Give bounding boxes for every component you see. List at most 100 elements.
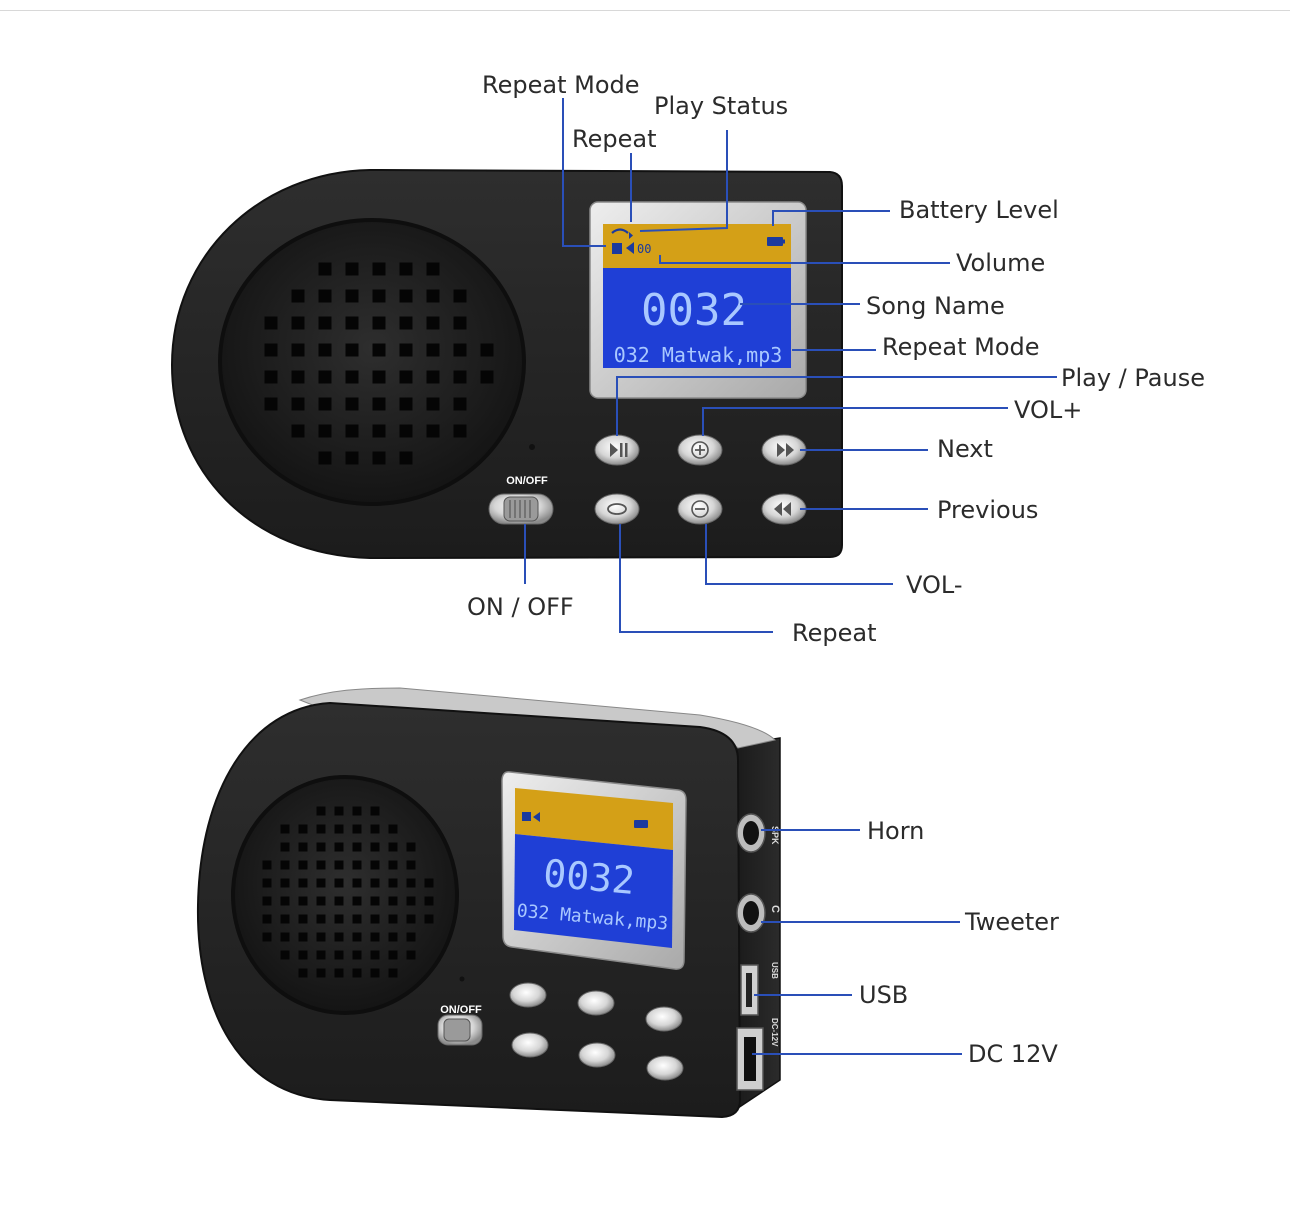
label-repeat-mode: Repeat Mode: [882, 333, 1040, 361]
speaker-hole: [372, 424, 386, 438]
speaker-hole: [316, 914, 326, 924]
button-angled-6[interactable]: [646, 1055, 684, 1081]
speaker-hole: [318, 451, 332, 465]
speaker-hole: [298, 968, 308, 978]
speaker-hole: [262, 878, 272, 888]
speaker-hole: [280, 896, 290, 906]
speaker-hole: [316, 950, 326, 960]
speaker-hole: [318, 316, 332, 330]
button-play-pause[interactable]: [594, 434, 640, 466]
speaker-hole: [388, 932, 398, 942]
port-dc: [736, 1027, 764, 1091]
lcd-song-name: 032 Matwak,mp3: [614, 343, 783, 367]
speaker-hole: [370, 932, 380, 942]
speaker-hole: [291, 289, 305, 303]
speaker-volume-icon: [626, 242, 634, 254]
speaker-hole: [316, 968, 326, 978]
speaker-hole: [262, 914, 272, 924]
speaker-hole: [334, 878, 344, 888]
repeat-mode-icon: [612, 243, 622, 254]
speaker-hole: [406, 896, 416, 906]
button-next[interactable]: [761, 434, 807, 466]
speaker-hole: [318, 343, 332, 357]
speaker-hole: [298, 824, 308, 834]
port-label-spk: SPK: [770, 826, 780, 845]
port-label-dc: DC-12V: [770, 1018, 779, 1047]
minus-icon: [691, 500, 709, 518]
speaker-hole: [318, 262, 332, 276]
speaker-hole: [298, 860, 308, 870]
leader-repeat-mode-top: [562, 98, 606, 247]
speaker-hole: [426, 289, 440, 303]
speaker-hole: [262, 896, 272, 906]
speaker-hole: [318, 370, 332, 384]
speaker-hole: [334, 914, 344, 924]
speaker-hole: [406, 914, 416, 924]
speaker-hole: [372, 316, 386, 330]
speaker-hole: [345, 424, 359, 438]
speaker-hole: [453, 370, 467, 384]
lcd-status-bar-angled: [515, 788, 673, 850]
top-divider: [0, 10, 1290, 11]
power-switch-angled[interactable]: [437, 1014, 483, 1046]
speaker-hole: [318, 397, 332, 411]
device-front: 00 0032 032 Matwak,mp3: [170, 168, 843, 560]
speaker-hole: [453, 397, 467, 411]
speaker-hole: [298, 950, 308, 960]
speaker-hole: [399, 262, 413, 276]
speaker-hole: [399, 397, 413, 411]
speaker-hole: [298, 932, 308, 942]
speaker-hole: [426, 397, 440, 411]
speaker-hole: [264, 343, 278, 357]
lcd-song-number: 0032: [641, 285, 747, 336]
speaker-hole: [388, 842, 398, 852]
speaker-hole: [334, 842, 344, 852]
speaker-hole: [480, 343, 494, 357]
speaker-hole: [370, 806, 380, 816]
speaker-hole: [388, 968, 398, 978]
button-angled-2[interactable]: [577, 990, 615, 1016]
button-angled-5[interactable]: [578, 1042, 616, 1068]
button-vol-plus[interactable]: [677, 434, 723, 466]
leader-lines: [524, 98, 1057, 1055]
speaker-hole: [352, 896, 362, 906]
speaker-hole: [316, 878, 326, 888]
next-icon: [777, 443, 794, 457]
speaker-hole: [370, 860, 380, 870]
speaker-hole: [262, 932, 272, 942]
button-angled-3[interactable]: [645, 1006, 683, 1032]
speaker-hole: [406, 932, 416, 942]
button-angled-4[interactable]: [511, 1032, 549, 1058]
button-repeat[interactable]: [594, 493, 640, 525]
button-vol-minus[interactable]: [677, 493, 723, 525]
speaker-hole: [370, 896, 380, 906]
button-previous[interactable]: [761, 493, 807, 525]
speaker-hole: [388, 824, 398, 834]
label-usb: USB: [859, 981, 909, 1009]
speaker-hole: [406, 842, 416, 852]
lcd-main-area-angled: [514, 834, 673, 948]
speaker-hole: [370, 824, 380, 834]
speaker-hole: [316, 860, 326, 870]
speaker-hole: [406, 860, 416, 870]
speaker-hole: [352, 914, 362, 924]
leader-battery: [772, 210, 890, 226]
speaker-hole: [388, 950, 398, 960]
speaker-hole: [426, 343, 440, 357]
label-on-off: ON / OFF: [467, 593, 574, 621]
power-switch[interactable]: [488, 493, 554, 525]
speaker-hole: [372, 289, 386, 303]
speaker-hole: [334, 950, 344, 960]
speaker-hole: [370, 968, 380, 978]
label-play-status: Play Status: [654, 92, 789, 120]
speaker-hole: [372, 262, 386, 276]
speaker-hole: [370, 878, 380, 888]
speaker-hole: [426, 262, 440, 276]
leader-vol-minus: [705, 524, 893, 585]
speaker-hole: [298, 842, 308, 852]
speaker-hole: [291, 424, 305, 438]
speaker-hole: [280, 860, 290, 870]
speaker-hole: [399, 316, 413, 330]
speaker-hole: [291, 343, 305, 357]
button-angled-1[interactable]: [509, 982, 547, 1008]
